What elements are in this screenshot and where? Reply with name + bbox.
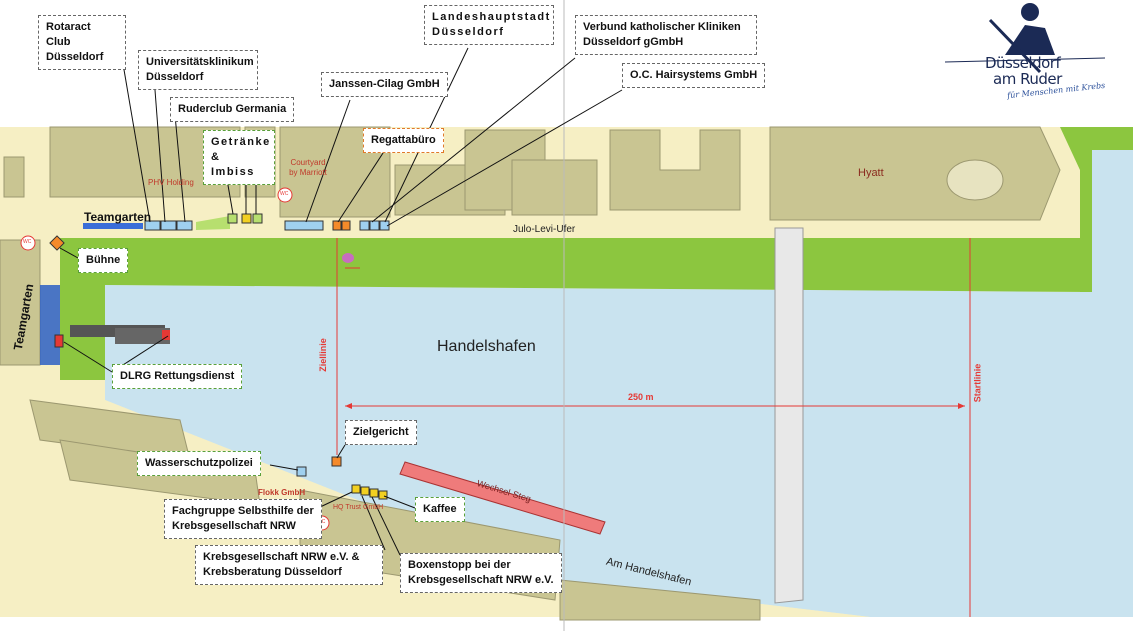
building: [609, 129, 741, 211]
stand-marker: [144, 220, 161, 231]
ziellinie-label: Ziellinie: [317, 338, 328, 372]
callout-zielgericht: Zielgericht: [345, 420, 417, 445]
green-strip-right: [1060, 127, 1133, 292]
stand-marker: [160, 220, 177, 231]
distance-arrow-right: [958, 403, 965, 409]
kaffee-marker: [369, 488, 379, 498]
callout-rotaract: Rotaract Club Düsseldorf: [38, 15, 126, 70]
callout-krebsgesellschaft: Krebsgesellschaft NRW e.V. & Krebsberatu…: [195, 545, 383, 585]
startlinie-label: Startlinie: [972, 363, 983, 403]
wechsel-steg: [399, 461, 606, 535]
kaffee-marker: [351, 484, 361, 494]
stand-marker: [176, 220, 193, 231]
phv-label: PHV Holding: [148, 178, 194, 187]
wc-icon: [20, 235, 36, 251]
dock-end: [162, 330, 170, 340]
callout-buehne: Bühne: [78, 248, 129, 273]
distance-arrow-left: [345, 403, 352, 409]
distance-label: 250 m: [628, 392, 654, 402]
julo-levi-ufer-label: Julo-Levi-Ufer: [513, 224, 576, 235]
hyatt-building: [769, 126, 1061, 221]
stand-marker: [227, 213, 238, 224]
round-marker: [342, 253, 354, 263]
kaffee-marker: [360, 486, 370, 496]
zielgericht-marker: [331, 456, 342, 467]
handelshafen-label: Handelshafen: [437, 338, 536, 355]
water-basin: [105, 150, 1133, 617]
stand-marker: [359, 220, 370, 231]
dock-pontoon: [115, 328, 170, 344]
hq-trust-label: HQ Trust GmbH: [333, 504, 384, 511]
stand-marker: [83, 223, 143, 229]
callout-kaffee: Kaffee: [415, 497, 465, 522]
stand-marker: [252, 213, 263, 224]
teamgarten-top-label: Teamgarten: [84, 210, 152, 224]
courtyard-label: Courtyard by Marriott: [289, 158, 327, 177]
building: [511, 159, 598, 216]
callout-wasserschutz: Wasserschutzpolizei: [137, 451, 261, 476]
stand-marker: [369, 220, 380, 231]
stand-marker: [341, 220, 351, 231]
buehne-marker: [49, 235, 65, 251]
callout-verbund: Verbund katholischer Kliniken Düsseldorf…: [575, 15, 757, 55]
callout-boxenstopp: Boxenstopp bei der Krebsgesellschaft NRW…: [400, 553, 562, 593]
callout-janssen: Janssen-Cilag GmbH: [321, 72, 448, 97]
kaffee-marker: [378, 490, 388, 500]
callout-ruderclub: Ruderclub Germania: [170, 97, 295, 122]
event-logo: Düsseldorf am Ruder für Menschen mit Kre…: [944, 0, 1110, 120]
lower-building: [559, 579, 761, 621]
pier: [774, 227, 804, 604]
small-building: [3, 156, 25, 198]
stand-marker: [241, 213, 252, 224]
teamgarten-side-area: [40, 285, 60, 365]
wc-icon: [277, 187, 293, 203]
logo-line2: am Ruder: [993, 70, 1062, 88]
hyatt-label: Hyatt: [858, 167, 884, 179]
callout-dlrg: DLRG Rettungsdienst: [112, 364, 243, 389]
callout-hairsystems: O.C. Hairsystems GmbH: [622, 63, 766, 88]
wasserschutz-marker: [296, 466, 307, 477]
dlrg-marker: [54, 334, 64, 348]
callout-getraenke: Getränke & Imbiss: [203, 130, 275, 185]
stand-marker: [284, 220, 324, 231]
wc-label: WC: [280, 191, 289, 197]
callout-fachgruppe: Fachgruppe Selbsthilfe der Krebsgesellsc…: [164, 499, 322, 539]
flokk-label: Flokk GmbH: [258, 488, 306, 497]
hyatt-inner-court: [946, 159, 1004, 201]
stand-marker: [332, 220, 342, 231]
green-stand-area: [196, 216, 230, 230]
stand-marker: [379, 220, 390, 231]
callout-regattabuero: Regattabüro: [363, 128, 444, 153]
wc-label: WC: [23, 239, 32, 245]
leader-lines: [59, 47, 623, 556]
green-strip-top: [60, 238, 1092, 380]
callout-uniklinik: Universitätsklinikum Düsseldorf: [138, 50, 258, 90]
callout-landeshauptstadt: Landeshauptstadt Düsseldorf: [424, 5, 554, 45]
logo-line1: Düsseldorf: [985, 54, 1061, 72]
rower-icon: [944, 3, 1106, 74]
